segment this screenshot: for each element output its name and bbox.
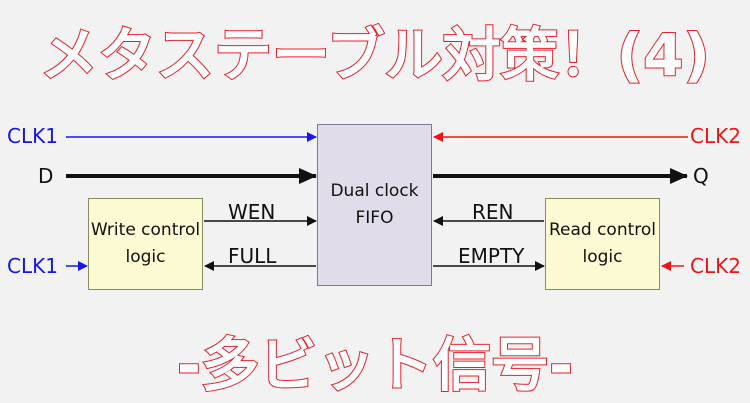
clk2-bottom-label: CLK2 (690, 254, 741, 278)
read-control-logic-block: Read control logic (545, 198, 660, 290)
wen-label: WEN (228, 200, 276, 224)
fifo-label-line1: Dual clock (330, 181, 419, 201)
write-control-label-line2: logic (125, 247, 166, 267)
subtitle: -多ビット信号- (176, 330, 574, 400)
empty-label: EMPTY (458, 244, 525, 268)
ren-label: REN (472, 200, 514, 224)
dual-clock-fifo-block: Dual clock FIFO (317, 124, 432, 286)
title: メタステーブル対策！(4) (39, 20, 711, 90)
read-control-label-line2: logic (582, 247, 623, 267)
q-label: Q (693, 164, 709, 188)
clk1-bottom-label: CLK1 (7, 254, 58, 278)
clk1-top-label: CLK1 (7, 124, 58, 148)
full-label: FULL (228, 244, 277, 268)
fifo-label-line2: FIFO (355, 208, 394, 228)
read-control-label-line1: Read control (548, 220, 657, 240)
clk2-top-label: CLK2 (690, 124, 741, 148)
write-control-logic-block: Write control logic (88, 198, 203, 290)
write-control-label-line1: Write control (90, 220, 201, 240)
d-label: D (38, 164, 54, 188)
